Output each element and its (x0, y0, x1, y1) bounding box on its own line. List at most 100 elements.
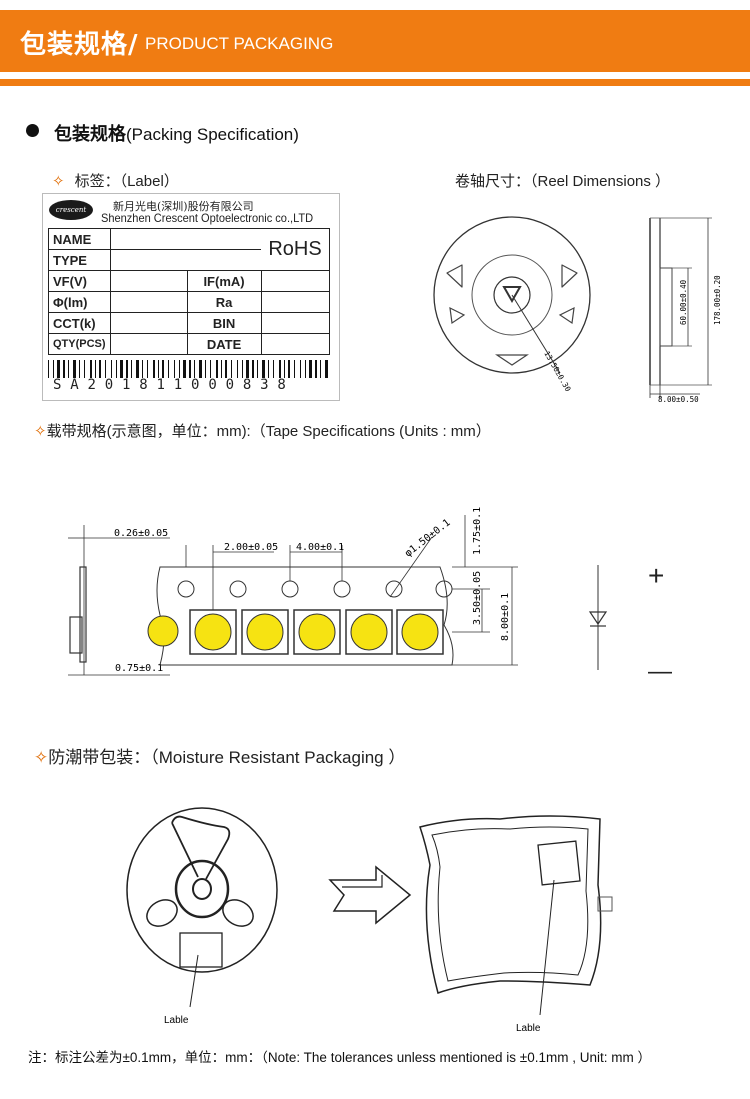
field-bin: BIN (186, 312, 262, 334)
barcode-bar (231, 360, 232, 378)
barcode-bar (63, 360, 65, 378)
header-title-en: PRODUCT PACKAGING (145, 34, 334, 53)
barcode-bar (300, 360, 301, 378)
plus-sign: + (648, 560, 665, 591)
barcode-bar (320, 360, 321, 378)
barcode-bar (131, 360, 132, 378)
barcode-bar (189, 360, 191, 378)
barcode-bar (194, 360, 195, 378)
barcode-bar (162, 360, 164, 378)
footer-note: 注：标注公差为±0.1mm，单位：mm：（Note: The tolerance… (28, 1050, 651, 1065)
reel-inner-dim: 60.00±0.40 (679, 279, 688, 325)
barcode-bar (126, 360, 128, 378)
company-name-cn: 新月光电(深圳)股份有限公司 (113, 200, 254, 213)
header-title-cn: 包装规格/ (20, 30, 139, 60)
barcode-bar (288, 360, 290, 378)
sparkle-icon: ✧ (52, 173, 65, 190)
tape-hole-dim: φ1.50±0.1 (403, 517, 452, 559)
barcode-bar (99, 360, 101, 378)
barcode-bar (158, 360, 159, 378)
lable-left: Lable (164, 1015, 189, 1026)
barcode-bar (257, 360, 258, 378)
tape-pocket-dim: 0.75±0.1 (115, 663, 163, 674)
sparkle-icon: ✧ (34, 748, 49, 767)
lable-right: Lable (516, 1023, 541, 1034)
barcode-bar (279, 360, 281, 378)
barcode-bar (325, 360, 328, 378)
reel-front-diagram: 13.50±0.30 (433, 216, 591, 394)
sparkle-icon: ✧ (34, 423, 47, 440)
barcode-bar (205, 360, 206, 378)
field-if: IF(mA) (186, 270, 262, 292)
barcode-bar (315, 360, 317, 378)
field-name: NAME (48, 228, 111, 250)
field-date: DATE (186, 333, 262, 355)
moisture-packaging-diagram: Lable Lable (126, 807, 613, 1034)
tape-edge-dim: 1.75±0.1 (472, 507, 483, 555)
moisture-heading: ✧防潮带包装：（Moisture Resistant Packaging ） (34, 748, 406, 767)
tape-pitch-a-dim: 2.00±0.05 (224, 542, 278, 553)
barcode-bar (225, 360, 227, 378)
barcode-bar (252, 360, 254, 378)
field-phi: Φ(lm) (48, 291, 111, 313)
crescent-logo: crescent (49, 200, 93, 220)
minus-sign: — (648, 658, 672, 685)
barcode-bar (309, 360, 312, 378)
label-heading: ✧标签：（Label） (52, 173, 179, 190)
field-type: TYPE (48, 249, 111, 271)
reel-width-dim: 8.00±0.50 (658, 395, 699, 404)
barcode-bar (216, 360, 218, 378)
tape-heading: ✧载带规格(示意图，单位：mm):（Tape Specifications (U… (34, 423, 491, 440)
barcode-bar (242, 360, 243, 378)
barcode-bar (183, 360, 186, 378)
barcode-bar (95, 360, 96, 378)
header-underline (0, 79, 750, 86)
field-qty: QTY(PCS) (48, 333, 111, 355)
barcode-bar (268, 360, 269, 378)
barcode-bar (273, 360, 274, 378)
company-name-en: Shenzhen Crescent Optoelectronic co.,LTD (101, 211, 314, 225)
barcode-bar (210, 360, 211, 378)
barcode-bar (116, 360, 117, 378)
reel-outer-dim: 178.00±0.20 (713, 275, 722, 325)
barcode-bar (136, 360, 139, 378)
barcode-bar (90, 360, 92, 378)
tape-center-dim: 3.50±0.05 (472, 571, 483, 625)
barcode-bar (174, 360, 175, 378)
reel-heading: 卷轴尺寸：（Reel Dimensions ） (455, 173, 671, 190)
barcode-bar (120, 360, 123, 378)
barcode-bar (73, 360, 76, 378)
barcode-bar (105, 360, 106, 378)
barcode-bar (305, 360, 306, 378)
barcode-bar (294, 360, 295, 378)
tape-thickness-dim: 0.26±0.05 (114, 528, 168, 539)
barcode-bar (48, 360, 49, 378)
barcode-bar (84, 360, 85, 378)
diode-symbol (588, 565, 608, 670)
bullet-icon (26, 124, 39, 137)
barcode-bar (262, 360, 265, 378)
rohs-mark: RoHS (261, 228, 330, 271)
barcode-bar (111, 360, 112, 378)
carrier-tape-diagram: 0.26±0.05 0.75±0.1 2.00±0.05 4.00±0.1 φ1… (68, 507, 518, 676)
barcode-bar (237, 360, 238, 378)
reel-hub-dim: 13.50±0.30 (542, 350, 573, 394)
barcode-bar (68, 360, 69, 378)
reel-side-diagram: 60.00±0.40 178.00±0.20 8.00±0.50 (649, 217, 722, 404)
tape-width-dim: 8.00±0.1 (500, 593, 511, 641)
barcode-bar (221, 360, 222, 378)
serial-number: S A 2 0 1 8 1 1 0 0 0 8 3 8 (53, 377, 286, 393)
barcode-bar (53, 360, 54, 378)
barcode-bar (284, 360, 285, 378)
barcode-bar (142, 360, 143, 378)
barcode-bar (246, 360, 249, 378)
header-banner: 包装规格/ PRODUCT PACKAGING (0, 10, 750, 72)
packing-spec-heading: 包装规格(Packing Specification) (54, 124, 299, 145)
barcode-bar (199, 360, 202, 378)
barcode-bar (79, 360, 80, 378)
barcode-bar (147, 360, 148, 378)
product-label-card: crescent 新月光电(深圳)股份有限公司 Shenzhen Crescen… (42, 193, 340, 401)
sprocket-holes (177, 580, 453, 598)
tape-pitch-b-dim: 4.00±0.1 (296, 542, 344, 553)
label-fields-table: NAME RoHS TYPE VF(V) IF(mA) Φ(lm) Ra CCT… (48, 228, 330, 355)
